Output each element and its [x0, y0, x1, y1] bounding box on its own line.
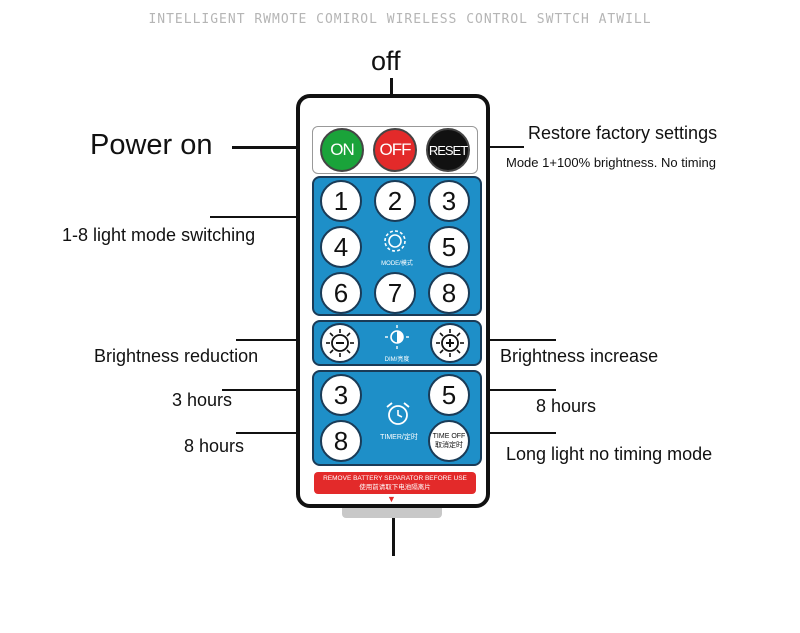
remote-control: ON OFF RESET 1 2 3 4 MODE/模式 5 6 7 8: [296, 94, 490, 508]
bottom-pointer-line: [392, 510, 395, 556]
dim-panel: DIM/亮度: [312, 320, 482, 366]
mode-button-5[interactable]: 5: [428, 226, 470, 268]
label-eight-hours-left: 8 hours: [184, 436, 245, 456]
mode-button-7[interactable]: 7: [374, 272, 416, 314]
dim-caption: DIM/亮度: [384, 357, 410, 363]
long-light-pointer-line: [460, 432, 556, 434]
label-restore-sub: Mode 1+100% brightness. No timing: [506, 155, 716, 170]
label-brightness-up: Brightness increase: [500, 346, 659, 366]
mode-button-6[interactable]: 6: [320, 272, 362, 314]
restore-pointer-line: [468, 146, 524, 148]
label-long-light: Long light no timing mode: [506, 444, 713, 464]
label-off: off: [371, 46, 401, 76]
brightness-up-icon: [436, 329, 464, 357]
brightness-down-icon: [326, 329, 354, 357]
mode-pointer-line: [210, 216, 310, 218]
product-header: INTELLIGENT RWMOTE COMIROL WIRELESS CONT…: [148, 12, 652, 27]
label-eight-hours-right: 8 hours: [536, 396, 597, 416]
mode-button-8[interactable]: 8: [428, 272, 470, 314]
time-off-label: TIME OFF: [432, 433, 466, 440]
banner-line1: REMOVE BATTERY SEPARATOR BEFORE USE: [323, 475, 467, 482]
timer-caption: TIMER/定时: [380, 434, 418, 441]
gear-icon: [382, 228, 408, 254]
label-three-hours: 3 hours: [172, 390, 233, 410]
label-mode-switch: 1-8 light mode switching: [62, 225, 256, 245]
timer-panel: 3 5 TIMER/定时 8 TIME OFF 取消定时: [312, 370, 482, 466]
timer-8h-button[interactable]: 8: [320, 420, 362, 462]
time-off-label-cn: 取消定时: [435, 442, 463, 449]
mode-button-1[interactable]: 1: [320, 180, 362, 222]
off-button[interactable]: OFF: [373, 128, 417, 172]
power-on-pointer-line: [232, 146, 318, 149]
label-restore: Restore factory settings: [528, 123, 718, 143]
eight-hours-right-pointer-line: [460, 389, 556, 391]
brightness-down-button[interactable]: [320, 323, 360, 363]
dim-icon: [384, 324, 410, 350]
label-brightness-down: Brightness reduction: [94, 346, 259, 366]
timer-5h-button[interactable]: 5: [428, 374, 470, 416]
mode-caption: MODE/模式: [381, 261, 413, 267]
time-off-button[interactable]: TIME OFF 取消定时: [428, 420, 470, 462]
top-row-frame: [312, 126, 478, 174]
battery-warning-banner: REMOVE BATTERY SEPARATOR BEFORE USE 使用前请…: [314, 472, 476, 494]
battery-tab: [342, 506, 442, 518]
reset-button[interactable]: RESET: [426, 128, 470, 172]
label-power-on: Power on: [90, 129, 213, 161]
timer-3h-button[interactable]: 3: [320, 374, 362, 416]
arrow-down-icon: ▼: [387, 494, 396, 504]
alarm-clock-icon: [384, 400, 412, 428]
on-button[interactable]: ON: [320, 128, 364, 172]
brightness-up-button[interactable]: [430, 323, 470, 363]
mode-button-2[interactable]: 2: [374, 180, 416, 222]
brightness-up-pointer-line: [460, 339, 556, 341]
brightness-down-pointer-line: [236, 339, 326, 341]
banner-line2: 使用前请取下电池隔离片: [359, 484, 431, 491]
mode-button-3[interactable]: 3: [428, 180, 470, 222]
three-hours-pointer-line: [222, 389, 322, 391]
eight-hours-left-pointer-line: [236, 432, 326, 434]
mode-button-4[interactable]: 4: [320, 226, 362, 268]
mode-panel: 1 2 3 4 MODE/模式 5 6 7 8: [312, 176, 482, 316]
